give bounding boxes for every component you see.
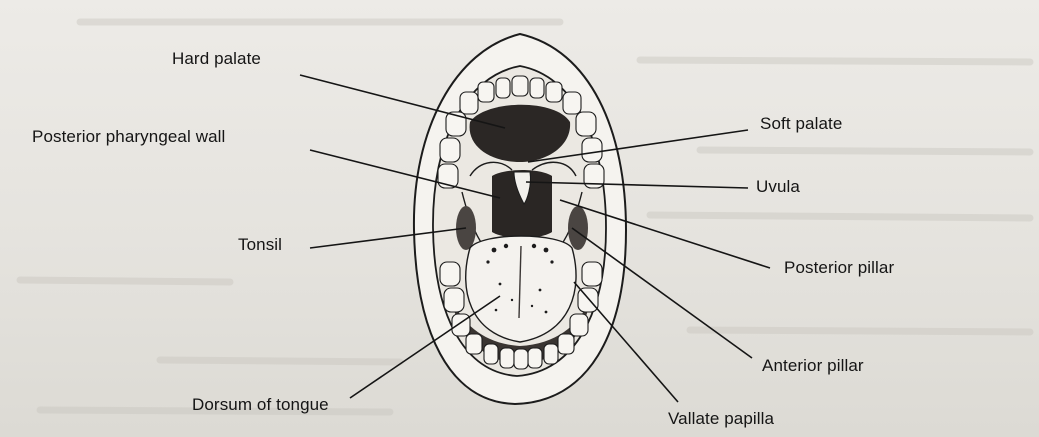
label-vallate-papilla: Vallate papilla — [668, 409, 774, 429]
tonsil-right — [568, 206, 588, 250]
label-anterior-pillar: Anterior pillar — [762, 356, 864, 376]
label-soft-palate: Soft palate — [760, 114, 842, 134]
label-dorsum-of-tongue: Dorsum of tongue — [192, 395, 329, 415]
label-hard-palate: Hard palate — [172, 49, 261, 69]
label-posterior-pillar: Posterior pillar — [784, 258, 894, 278]
label-tonsil: Tonsil — [238, 235, 282, 255]
label-uvula: Uvula — [756, 177, 800, 197]
label-posterior-pharyngeal-wall: Posterior pharyngeal wall — [32, 127, 225, 147]
